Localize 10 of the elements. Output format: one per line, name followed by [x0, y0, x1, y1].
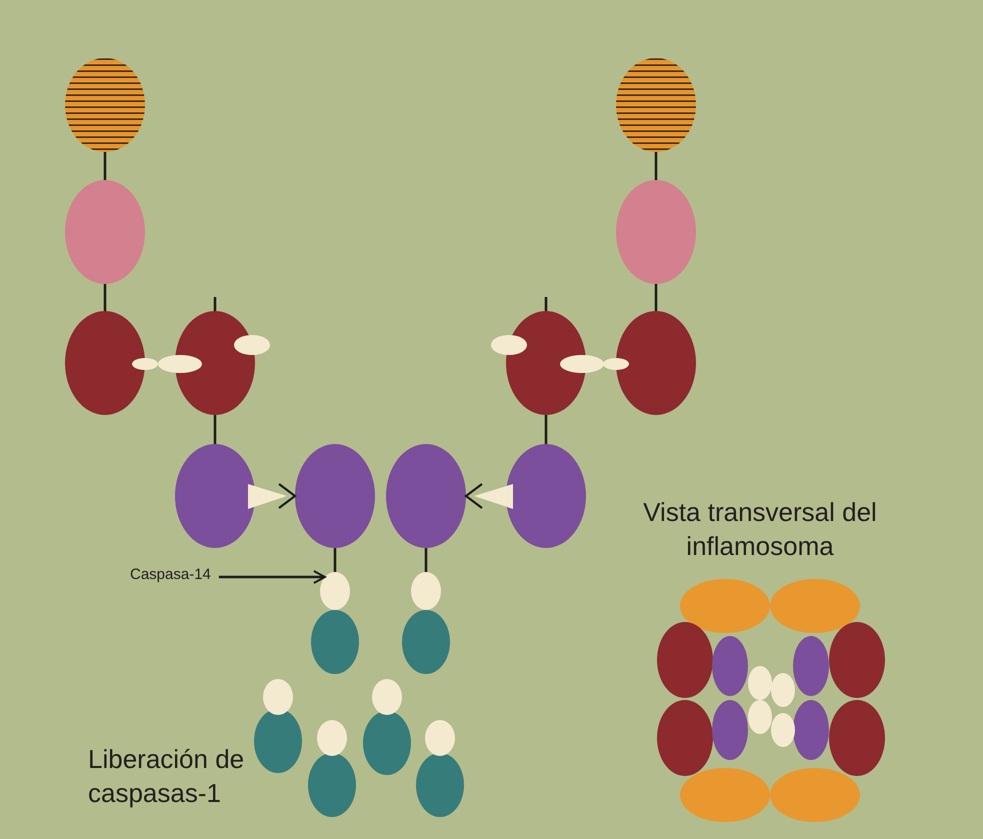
arrow: [464, 483, 513, 509]
caption-text: Liberación de caspasas-1: [88, 743, 246, 810]
domain-ellipse: [320, 572, 350, 610]
leader-line: [218, 570, 326, 584]
connector-line: [334, 548, 336, 572]
caption-text: Vista transversal del inflamosoma: [642, 496, 878, 563]
arrow: [248, 483, 297, 509]
callout-label: Caspasa-14: [130, 566, 211, 584]
connector-line: [424, 548, 428, 572]
domain-ellipse: [411, 572, 441, 610]
